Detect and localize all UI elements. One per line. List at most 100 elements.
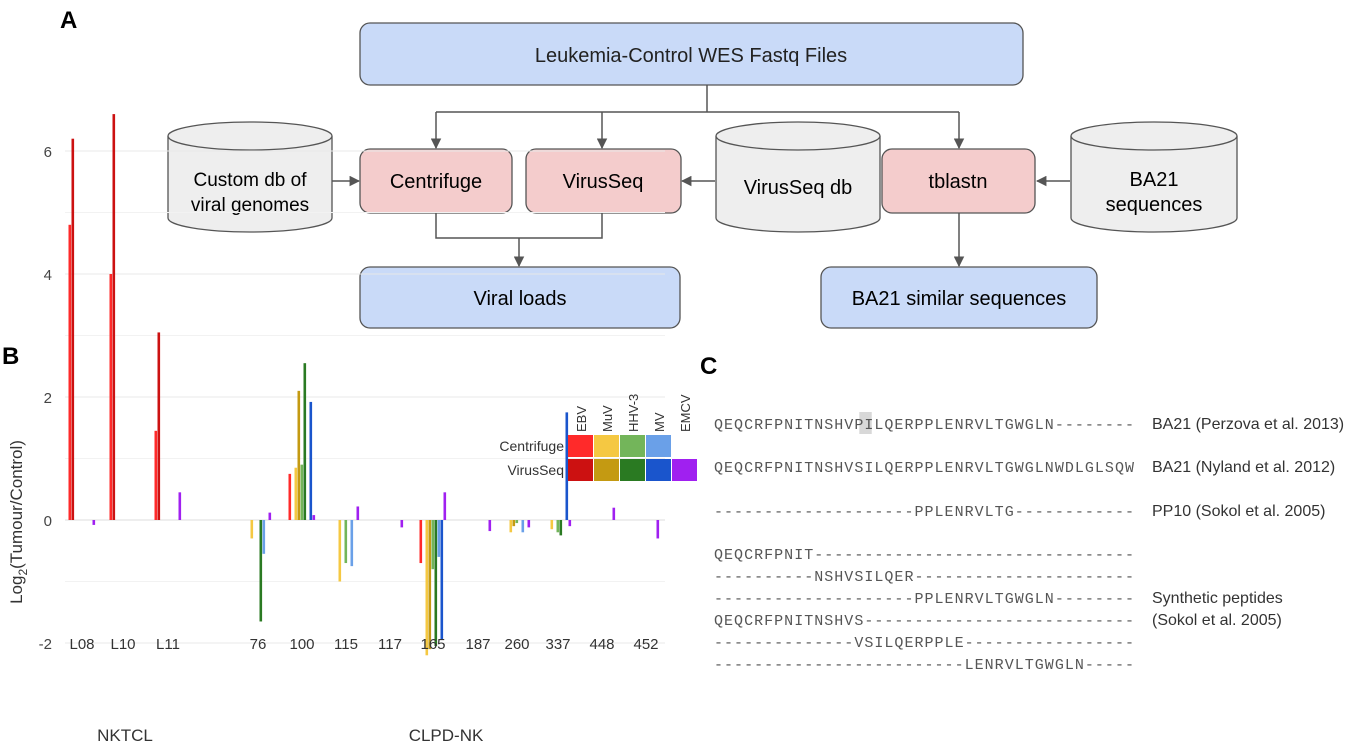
bar [356,506,360,520]
alignment-sequence: QEQCRFPNITNSHVSILQERPPLENRVLTGWGLNWDLGLS… [714,460,1134,477]
bar [338,520,342,582]
panel-label-c: C [700,353,717,380]
legend-virus-label: EBV [574,406,589,432]
legend-swatch [646,435,671,457]
bar [515,520,519,524]
db-ba21-label-line2: sequences [1106,194,1203,216]
bar [344,520,348,564]
node-fastq-files-label: Leukemia-Control WES Fastq Files [535,45,847,67]
bar [309,401,313,520]
legend-swatch [568,435,593,457]
tool-virusseq: VirusSeq [525,148,682,214]
output-viral-loads-label: Viral loads [473,288,566,310]
x-tick-label: 165 [420,636,445,653]
alignment-sequence: --------------VSILQERPPLE---------------… [714,635,1134,652]
bar [509,520,513,533]
bar [434,520,438,647]
bar [303,363,307,520]
bar [559,520,563,536]
bar [259,520,263,622]
alignment-sequence: --------------------PPLENRVLTG----------… [714,504,1134,521]
tool-centrifuge: Centrifuge [359,148,513,214]
flowchart: Leukemia-Control WES Fastq Files Custom … [167,22,1238,329]
bar [92,520,96,525]
legend-swatch [594,459,619,481]
legend-method-label: Centrifuge [499,438,564,454]
db-virusseq: VirusSeq db [715,121,881,233]
legend-swatch [646,459,671,481]
bar [400,520,404,528]
bar [419,520,423,564]
x-tick-label: 187 [465,636,490,653]
connector-merge [435,213,603,239]
flow-connectors [332,85,1070,268]
bar [656,520,660,539]
alignment-label: BA21 (Perzova et al. 2013) [1152,416,1344,433]
db-ba21-label-line1: BA21 [1130,169,1179,191]
chart-gridlines [65,150,665,644]
output-viral-loads: Viral loads [359,266,681,329]
bar [288,473,292,520]
tool-tblastn-label: tblastn [929,171,988,193]
alignment-label: Synthetic peptides [1152,590,1283,607]
bar [440,520,444,640]
alignment-highlight [859,412,872,434]
bar [612,507,616,520]
tool-tblastn: tblastn [881,148,1036,214]
bar [512,520,516,527]
alignment-label: BA21 (Nyland et al. 2012) [1152,459,1335,476]
alignment-label: PP10 (Sokol et al. 2005) [1152,503,1325,520]
y-tick-label: 2 [44,390,52,407]
db-ba21-sequences: BA21 sequences [1070,121,1238,233]
group-label: NKTCL [97,726,153,745]
bar [250,520,254,539]
legend-method-label: VirusSeq [507,462,564,478]
node-fastq-files: Leukemia-Control WES Fastq Files [359,22,1024,86]
alignment-sequence: QEQCRFPNITNSHVS-------------------------… [714,613,1134,630]
bar [68,224,72,521]
bar [157,332,161,520]
bar [568,520,572,527]
alignment-sequence: -------------------------LENRVLTGWGLN---… [714,657,1134,674]
x-tick-label: L10 [110,636,135,653]
bar [443,492,447,520]
alignment-label: (Sokol et al. 2005) [1152,612,1282,629]
legend-virus-label: HHV-3 [626,394,641,432]
bar [425,520,429,656]
bar [178,492,182,520]
x-tick-label: 260 [504,636,529,653]
bar [71,138,75,520]
y-tick-label: 0 [44,513,52,530]
bar [109,274,113,520]
x-tick-label: 117 [378,636,402,653]
bar [154,430,158,520]
bar [437,520,441,557]
bar [431,520,435,570]
panel-label-b: B [2,343,19,370]
db-custom-label-line2: viral genomes [191,195,309,216]
legend-swatch [620,459,645,481]
db-custom-label-line1: Custom db of [194,170,308,191]
x-tick-label: 337 [545,636,570,653]
output-ba21-similar-label: BA21 similar sequences [852,288,1067,310]
alignment-sequence: QEQCRFPNIT------------------------------… [714,547,1134,564]
tool-centrifuge-label: Centrifuge [390,171,482,193]
legend-swatch [672,459,697,481]
legend-swatch [620,435,645,457]
group-label: CLPD-NK [409,726,484,745]
x-tick-label: L08 [69,636,94,653]
alignment-sequence: ----------NSHVSILQER--------------------… [714,569,1134,586]
legend-virus-label: EMCV [678,394,693,432]
bar [268,512,272,520]
db-virusseq-label: VirusSeq db [744,177,853,199]
bar [300,464,304,520]
output-ba21-similar: BA21 similar sequences [820,266,1098,329]
legend-swatch [594,435,619,457]
x-tick-label: 115 [334,636,358,653]
legend-swatch [568,459,593,481]
y-tick-label: -2 [39,636,52,653]
